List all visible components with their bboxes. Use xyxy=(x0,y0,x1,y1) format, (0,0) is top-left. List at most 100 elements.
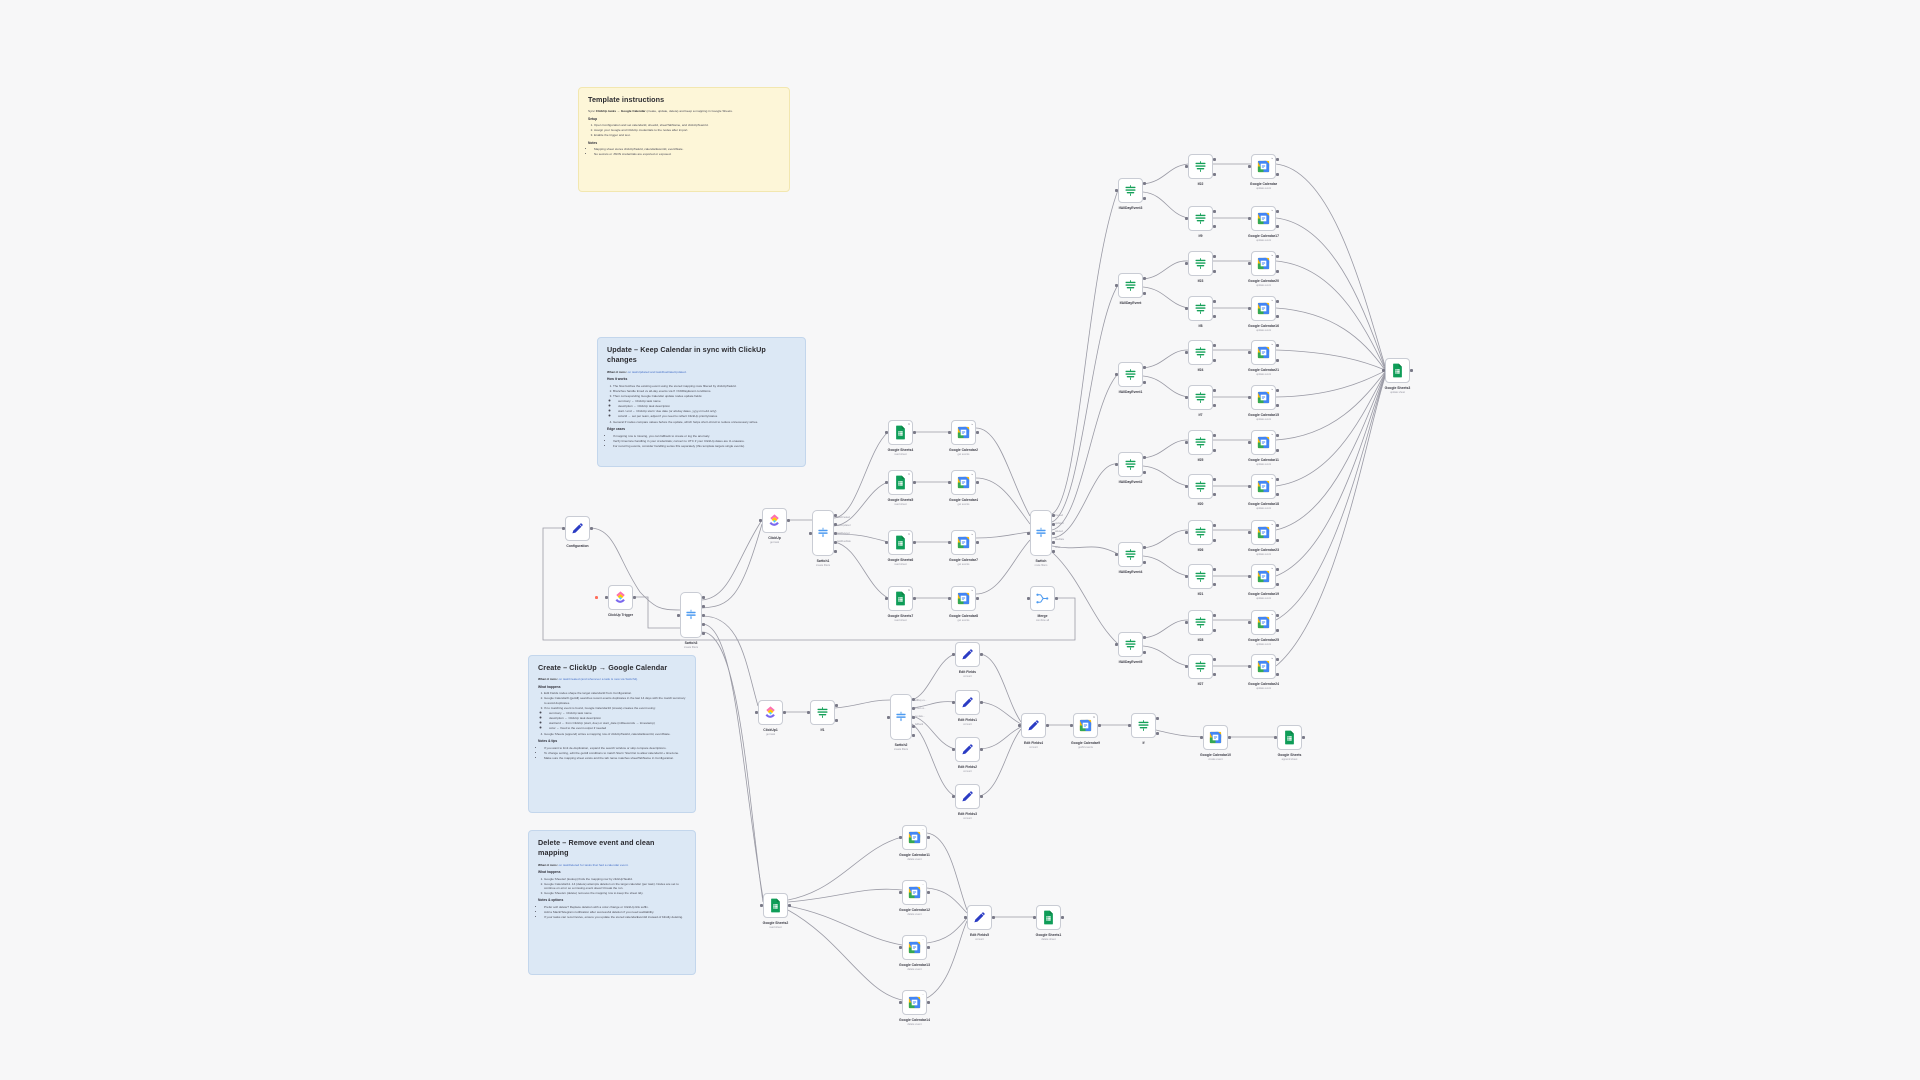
node-output-port[interactable] xyxy=(912,724,915,728)
node-ifalldayevent[interactable] xyxy=(1118,273,1143,298)
node-if26[interactable] xyxy=(1188,520,1213,545)
node-output-port[interactable] xyxy=(1052,522,1055,526)
node-output-port[interactable] xyxy=(1213,314,1216,318)
node-if7[interactable] xyxy=(1188,385,1213,410)
node-input-port[interactable] xyxy=(899,891,902,894)
node-output-port[interactable] xyxy=(912,697,915,701)
node-input-port[interactable] xyxy=(1185,217,1188,220)
node-output-port[interactable] xyxy=(1143,380,1146,384)
node-output-port[interactable] xyxy=(1213,582,1216,586)
node-input-port[interactable] xyxy=(1200,736,1203,739)
node-google-calendar4[interactable]: ▸ xyxy=(951,470,976,495)
node-output-port[interactable] xyxy=(1046,724,1049,727)
node-output-port[interactable] xyxy=(1213,269,1216,273)
node-output-port[interactable] xyxy=(1213,477,1216,481)
node-input-port[interactable] xyxy=(1115,463,1118,466)
node-output-port[interactable] xyxy=(1276,523,1279,527)
node-input-port[interactable] xyxy=(885,541,888,544)
node-google-sheets4[interactable]: I1 xyxy=(888,420,913,445)
node-google-calendar18[interactable]: ▸ xyxy=(1251,474,1276,499)
node-output-port[interactable] xyxy=(834,531,837,535)
node-output-port[interactable] xyxy=(1052,513,1055,517)
node-output-port[interactable] xyxy=(912,715,915,719)
node-output-port[interactable] xyxy=(1213,448,1216,452)
node-output-port[interactable] xyxy=(1061,916,1064,919)
node-if28[interactable] xyxy=(1188,610,1213,635)
node-output-port[interactable] xyxy=(927,836,930,839)
node-input-port[interactable] xyxy=(1115,284,1118,287)
node-edit-fields2[interactable] xyxy=(955,737,980,762)
node-output-port[interactable] xyxy=(702,604,705,608)
node-input-port[interactable] xyxy=(1248,665,1251,668)
node-google-calendar14d[interactable]: → xyxy=(902,935,927,960)
node-output-port[interactable] xyxy=(980,653,983,656)
node-input-port[interactable] xyxy=(1248,485,1251,488)
node-output-port[interactable] xyxy=(1213,157,1216,161)
node-input-port[interactable] xyxy=(1382,369,1385,372)
node-input-port[interactable] xyxy=(952,653,955,656)
node-clickup[interactable] xyxy=(762,508,787,533)
node-output-port[interactable] xyxy=(912,733,915,737)
node-output-port[interactable] xyxy=(633,596,636,599)
node-output-port[interactable] xyxy=(1213,224,1216,228)
node-output-port[interactable] xyxy=(976,597,979,600)
node-output-port[interactable] xyxy=(783,711,786,714)
node-output-port[interactable] xyxy=(1143,545,1146,549)
node-output-port[interactable] xyxy=(1143,196,1146,200)
node-input-port[interactable] xyxy=(677,613,680,617)
node-if8[interactable] xyxy=(1188,296,1213,321)
sticky-note-update[interactable]: Update – Keep Calendar in sync with Clic… xyxy=(597,337,806,467)
node-ifalldayevent5[interactable] xyxy=(1118,632,1143,657)
node-input-port[interactable] xyxy=(1185,351,1188,354)
node-edit-fields5[interactable] xyxy=(967,905,992,930)
node-if25[interactable] xyxy=(1188,430,1213,455)
node-input-port[interactable] xyxy=(807,711,810,714)
node-input-port[interactable] xyxy=(1185,262,1188,265)
node-input-port[interactable] xyxy=(1185,621,1188,624)
node-if21[interactable] xyxy=(1188,564,1213,589)
node-output-port[interactable] xyxy=(590,527,593,530)
node-output-port[interactable] xyxy=(1143,365,1146,369)
node-google-calendar25[interactable]: ▸ xyxy=(1251,610,1276,635)
node-output-port[interactable] xyxy=(1302,736,1305,739)
node-output-port[interactable] xyxy=(1213,403,1216,407)
node-input-port[interactable] xyxy=(885,481,888,484)
node-output-port[interactable] xyxy=(834,513,837,517)
node-input-port[interactable] xyxy=(899,946,902,949)
node-output-port[interactable] xyxy=(1276,582,1279,586)
node-output-port[interactable] xyxy=(1276,254,1279,258)
node-output-port[interactable] xyxy=(976,481,979,484)
node-output-port[interactable] xyxy=(1213,299,1216,303)
node-output-port[interactable] xyxy=(1213,254,1216,258)
node-output-port[interactable] xyxy=(1276,538,1279,542)
node-output-port[interactable] xyxy=(1276,343,1279,347)
node-ifalldayevent2[interactable] xyxy=(1118,452,1143,477)
node-output-port[interactable] xyxy=(1052,531,1055,535)
node-if24[interactable] xyxy=(1188,340,1213,365)
node-output-port[interactable] xyxy=(1213,538,1216,542)
node-output-port[interactable] xyxy=(1276,433,1279,437)
node-output-port[interactable] xyxy=(913,481,916,484)
node-output-port[interactable] xyxy=(927,1001,930,1004)
node-output-port[interactable] xyxy=(1276,672,1279,676)
node-if1[interactable] xyxy=(810,700,835,725)
node-input-port[interactable] xyxy=(1115,553,1118,556)
node-output-port[interactable] xyxy=(1276,358,1279,362)
node-output-port[interactable] xyxy=(992,916,995,919)
node-input-port[interactable] xyxy=(887,715,890,719)
node-output-port[interactable] xyxy=(1143,470,1146,474)
node-merge[interactable] xyxy=(1030,586,1055,611)
node-input-port[interactable] xyxy=(948,597,951,600)
node-input-port[interactable] xyxy=(1027,597,1030,600)
node-edit-fields1[interactable] xyxy=(955,690,980,715)
node-input-port[interactable] xyxy=(1018,724,1021,727)
node-google-sheets7[interactable]: I1 xyxy=(888,586,913,611)
node-output-port[interactable] xyxy=(1213,433,1216,437)
node-google-calendar8[interactable]: ▸ xyxy=(951,586,976,611)
sticky-note-delete[interactable]: Delete – Remove event and clean mapping … xyxy=(528,830,696,975)
node-output-port[interactable] xyxy=(1276,224,1279,228)
node-input-port[interactable] xyxy=(1248,531,1251,534)
node-input-port[interactable] xyxy=(1248,441,1251,444)
node-input-port[interactable] xyxy=(1248,351,1251,354)
node-output-port[interactable] xyxy=(980,748,983,751)
